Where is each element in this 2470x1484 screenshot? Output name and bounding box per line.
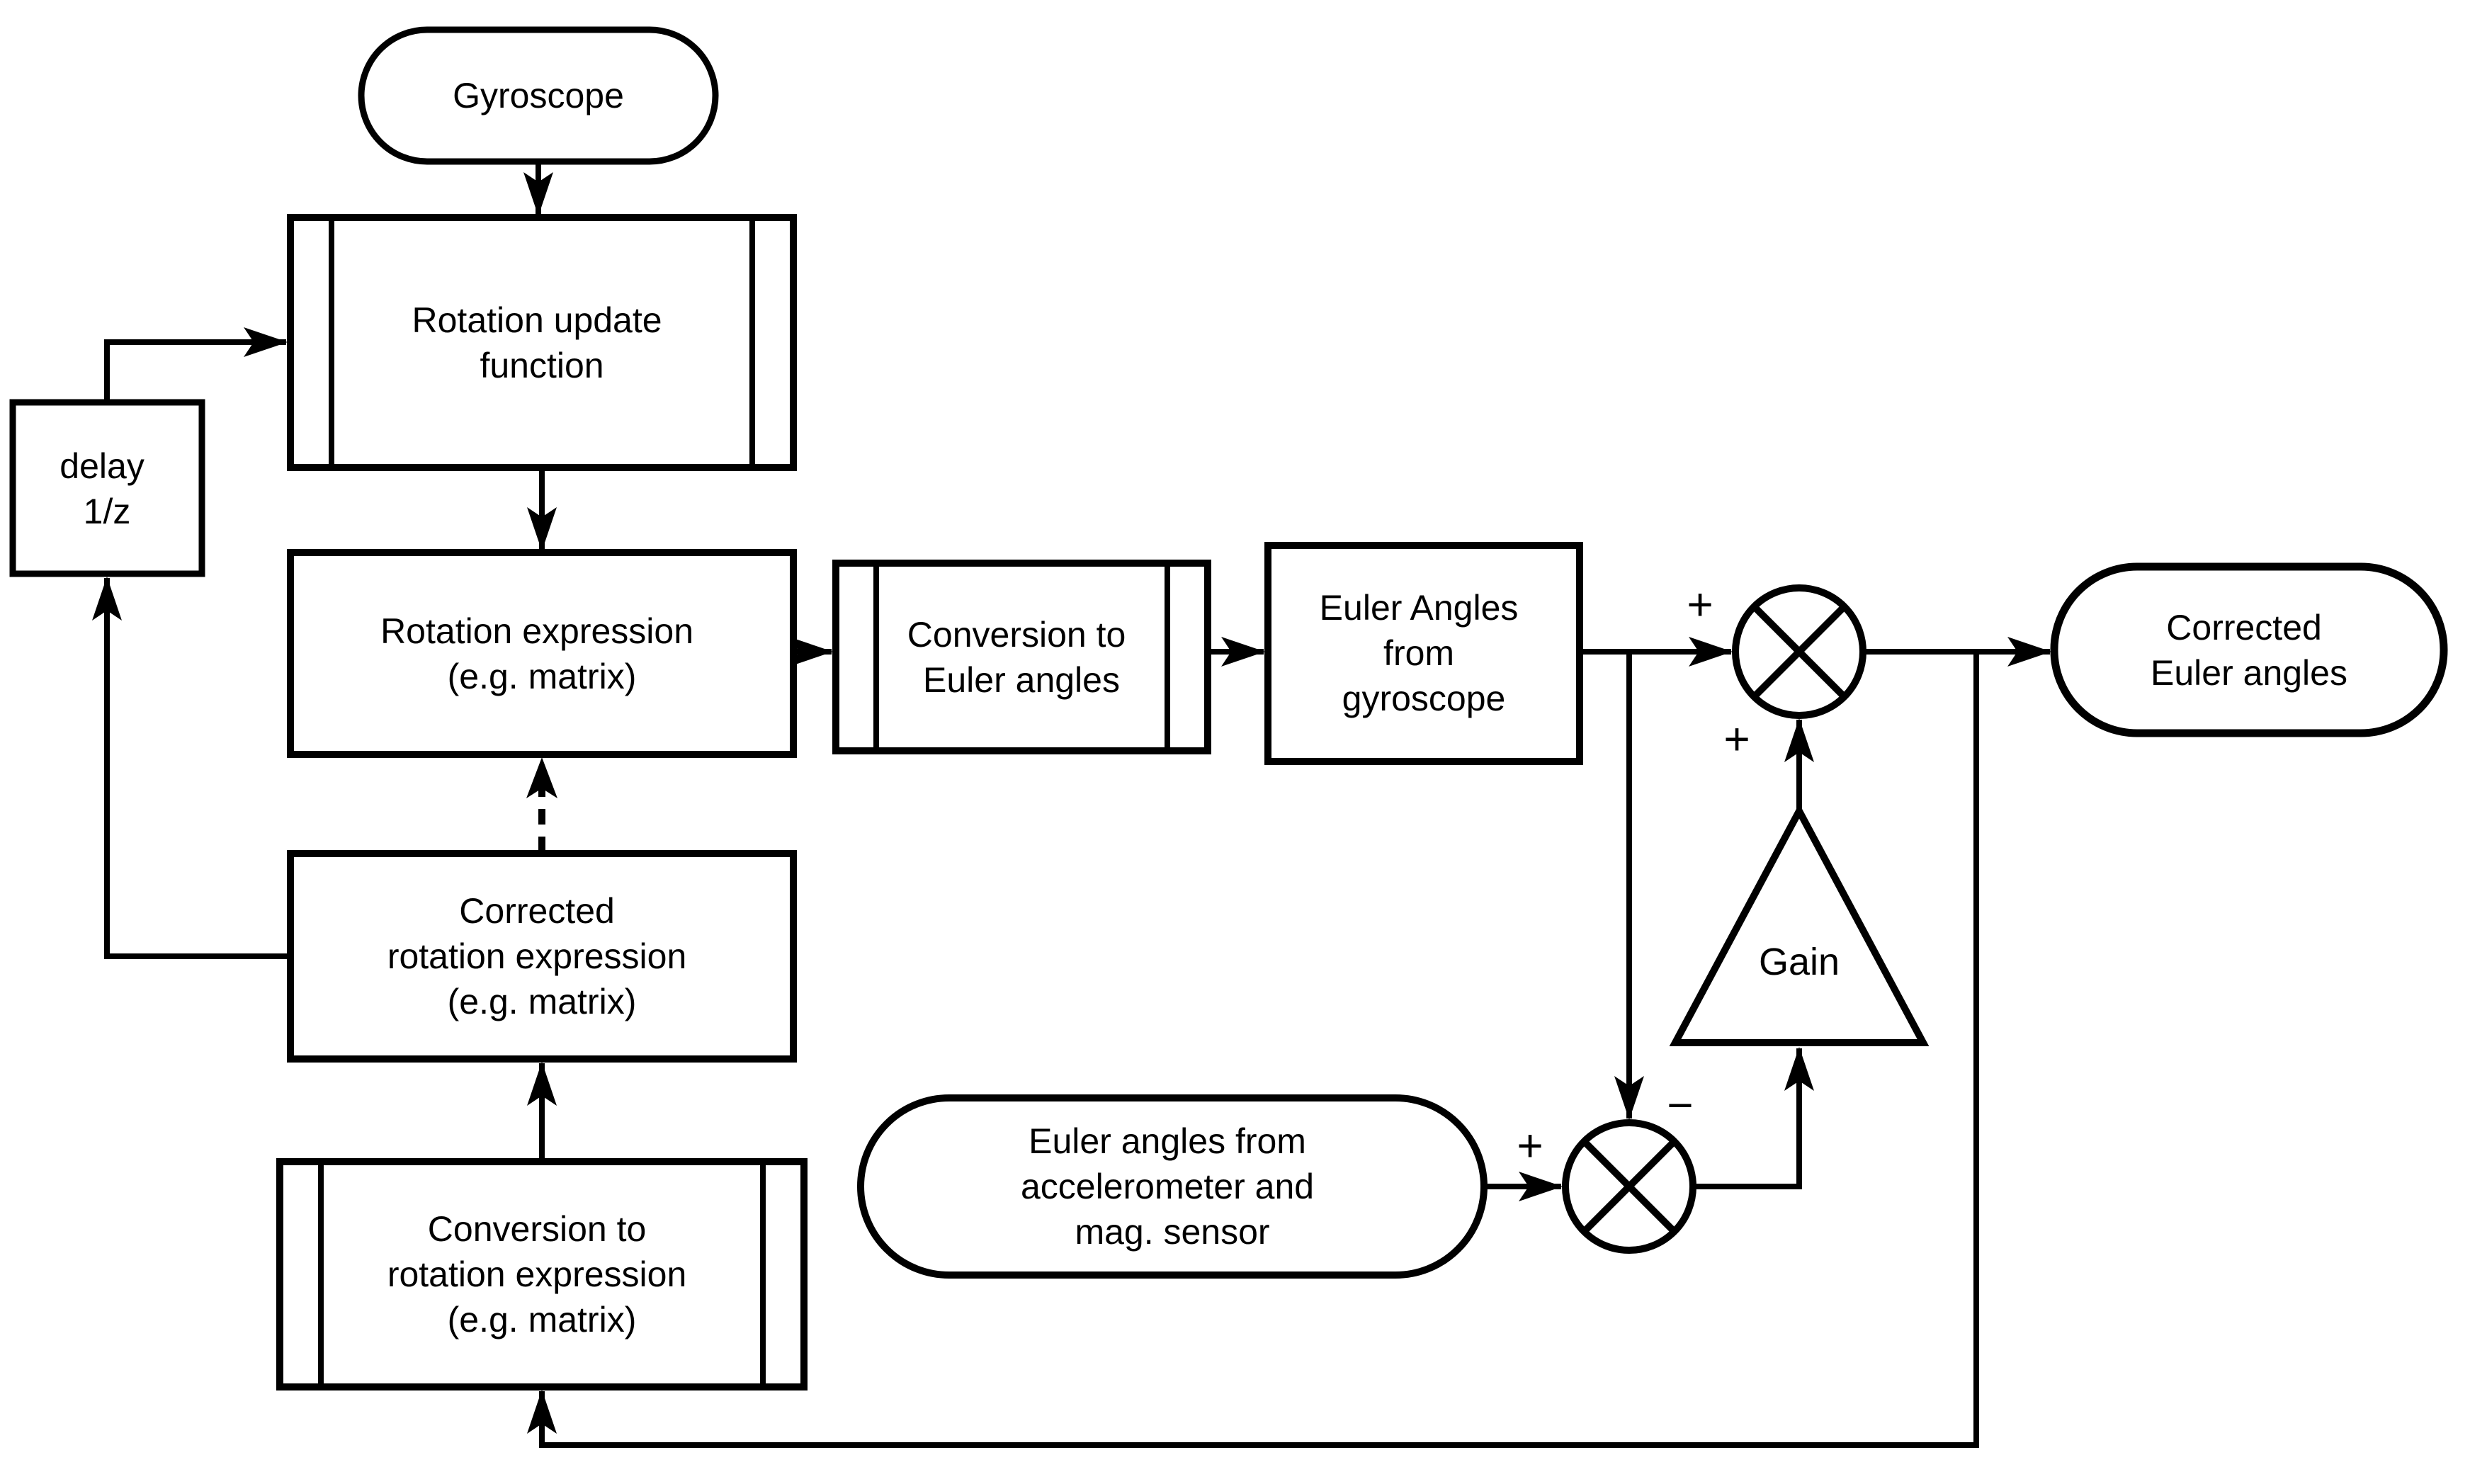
gain-label: Gain bbox=[1759, 941, 1840, 983]
euler-gyro-process-shape bbox=[1264, 542, 1583, 765]
node-conversion-to-euler: Conversion to Euler angles bbox=[832, 560, 1211, 754]
node-rotation-expression: Rotation expression (e.g. matrix) bbox=[287, 549, 797, 758]
rotation-expression-process-shape bbox=[287, 549, 797, 758]
euler-gyro-label: Euler Angles from gyroscope bbox=[1320, 588, 1529, 718]
gyroscope-terminator-shape bbox=[358, 26, 719, 165]
node-gyroscope: Gyroscope bbox=[358, 26, 719, 165]
connector-sum-error-to-gain bbox=[1693, 1047, 1814, 1189]
euler-accel-terminator-shape bbox=[857, 1094, 1488, 1279]
corrected-rotation-label: Corrected rotation expression (e.g. matr… bbox=[387, 891, 696, 1021]
sign-sum-output-left: + bbox=[1687, 579, 1713, 630]
gyroscope-label: Gyroscope bbox=[453, 76, 624, 115]
sum-junction-error: + − bbox=[1517, 1080, 1696, 1254]
node-corrected-rotation: Corrected rotation expression (e.g. matr… bbox=[287, 850, 797, 1063]
conversion-euler-subroutine-shape bbox=[832, 560, 1211, 754]
node-euler-from-accel: Euler angles from accelerometer and mag.… bbox=[857, 1094, 1488, 1279]
conversion-euler-label: Conversion to Euler angles bbox=[907, 615, 1135, 700]
sum-junction-output: + + bbox=[1687, 579, 1866, 764]
node-conversion-to-rotation: Conversion to rotation expression (e.g. … bbox=[276, 1158, 808, 1390]
node-corrected-euler: Corrected Euler angles bbox=[2050, 562, 2448, 737]
conversion-rotation-label: Conversion to rotation expression (e.g. … bbox=[387, 1209, 696, 1339]
sum-output-cross bbox=[1751, 604, 1847, 700]
euler-accel-label: Euler angles from accelerometer and mag.… bbox=[1021, 1121, 1324, 1252]
rotation-update-label: Rotation update function bbox=[412, 300, 672, 385]
sign-sum-output-bottom: + bbox=[1723, 713, 1750, 764]
connectors bbox=[92, 164, 2051, 1448]
corrected-rotation-process-shape bbox=[287, 850, 797, 1063]
node-gain: Gain bbox=[1669, 803, 1930, 1046]
connector-feedback-to-conversion-rotation bbox=[527, 652, 1979, 1448]
rotation-expression-label: Rotation expression (e.g. matrix) bbox=[380, 611, 703, 696]
connector-delay-to-rotation-update bbox=[104, 327, 288, 402]
sign-sum-error-top: − bbox=[1667, 1080, 1693, 1131]
gain-triangle-shape bbox=[1669, 803, 1930, 1046]
delay-label: delay 1/z bbox=[60, 446, 154, 531]
sum-error-cross bbox=[1581, 1138, 1677, 1235]
dashed-arrowhead-icon bbox=[526, 757, 557, 798]
connector-corrected-rotation-to-delay bbox=[92, 577, 290, 959]
node-euler-from-gyro: Euler Angles from gyroscope bbox=[1264, 542, 1583, 765]
sign-sum-error-left: + bbox=[1517, 1120, 1543, 1171]
corrected-euler-label: Corrected Euler angles bbox=[2151, 608, 2347, 693]
node-rotation-update: Rotation update function bbox=[287, 214, 797, 471]
node-delay: delay 1/z bbox=[9, 399, 205, 577]
rotation-update-subroutine-shape bbox=[287, 214, 797, 471]
delay-process-shape bbox=[9, 399, 205, 577]
corrected-euler-terminator-shape bbox=[2050, 562, 2448, 737]
conversion-rotation-subroutine-shape bbox=[276, 1158, 808, 1390]
